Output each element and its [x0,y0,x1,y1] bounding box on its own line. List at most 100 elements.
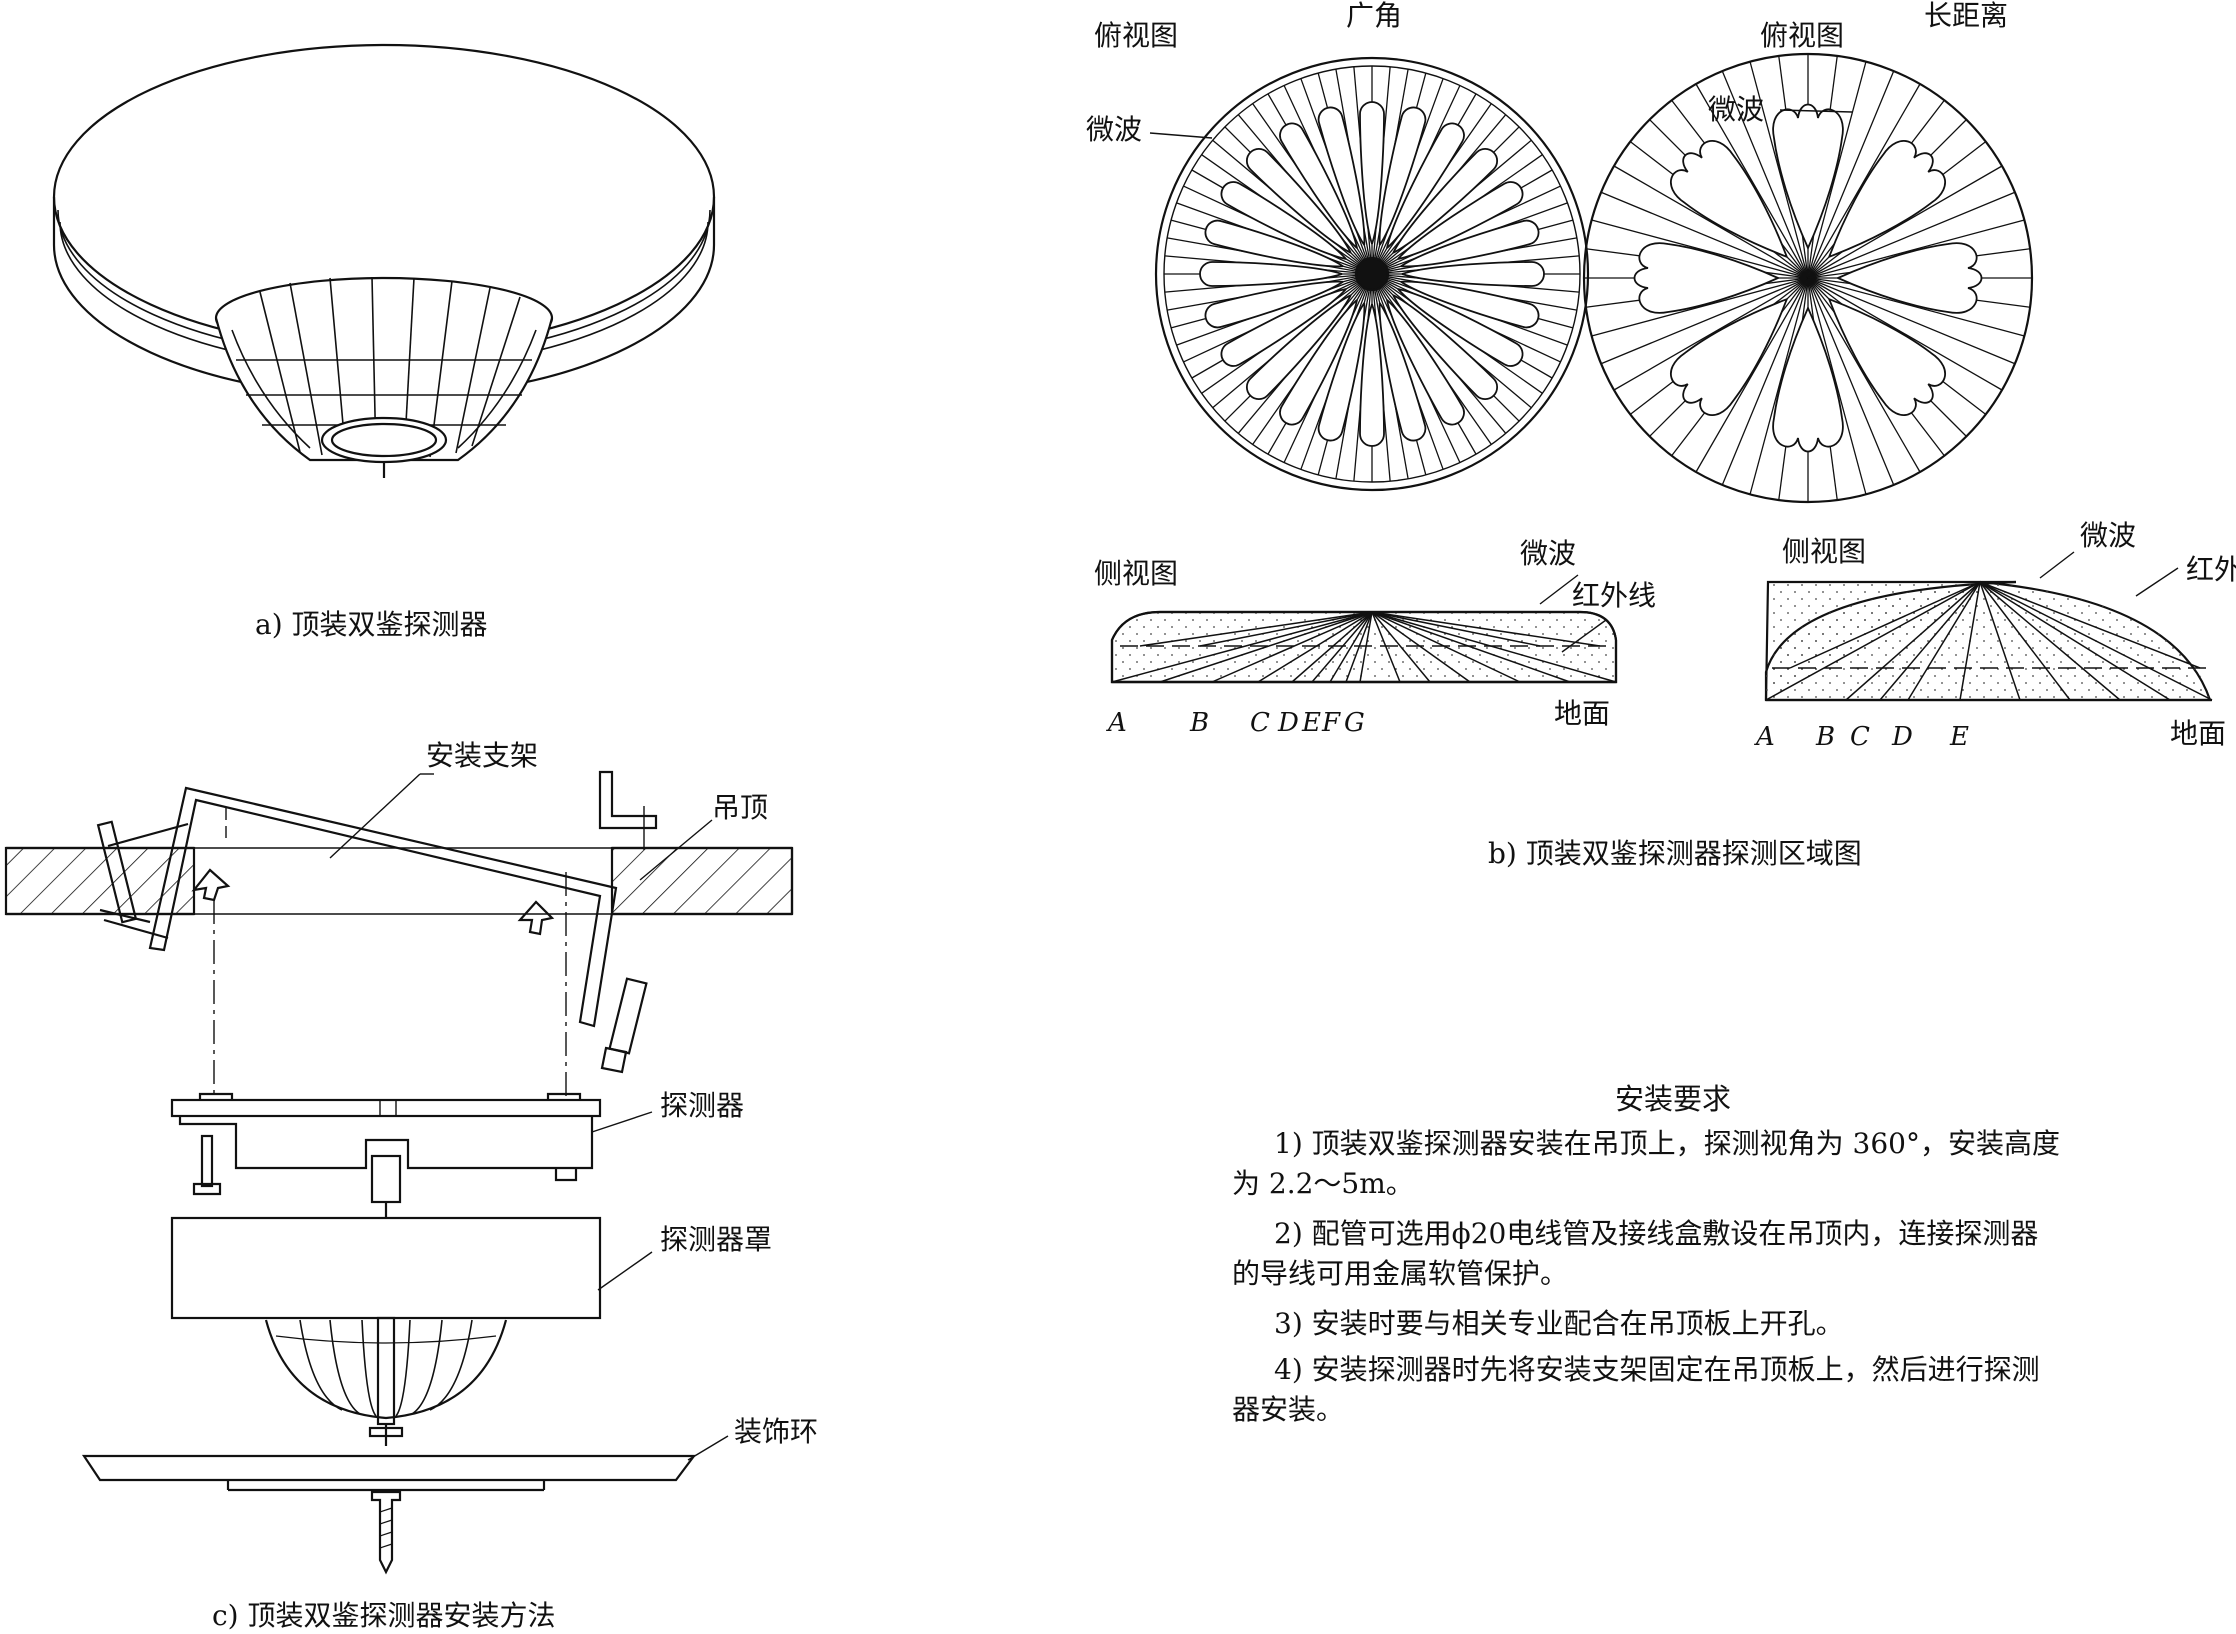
detection-ray [1979,581,2071,701]
side-point-label: E [1302,708,1321,738]
wide-side-microwave-label: 微波 [1520,537,1577,570]
detection-ray [1959,581,1981,701]
long-range-side-view [1764,551,2213,702]
figure-b-caption: b) 顶装双鉴探测器探测区域图 [1488,837,1862,870]
detection-ray [1257,611,1373,683]
detection-ray [1613,165,1809,279]
wide-angle-top-view [1154,56,1590,492]
microwave-lobe [1633,242,1781,314]
figure-a-detector-drawing [52,43,716,478]
wide-angle-title: 广角 [1346,0,1403,32]
side-point-label: D [1892,722,1913,752]
microwave-lobe [1400,219,1540,268]
detection-ray [1845,581,1981,701]
detection-ray [1807,277,2025,337]
long-side-microwave-label: 微波 [2080,519,2137,552]
detection-ray [1807,70,1895,279]
detection-ray [1695,277,1809,473]
microwave-lobe [1772,103,1844,251]
microwave-lobe [1199,261,1343,287]
detection-ray [1721,277,1809,486]
side-point-label: C [1850,722,1870,752]
microwave-lobe [1279,299,1358,426]
detection-ray [1807,191,2016,279]
detection-ray [1111,611,1373,683]
microwave-lobe [1772,305,1844,453]
long-side-view-label: 侧视图 [1782,535,1867,568]
detection-ray [1807,83,1921,279]
detection-ray [1329,611,1373,683]
detection-ray [1211,611,1373,683]
wide-microwave-label: 微波 [1086,113,1143,146]
wide-side-view-label: 侧视图 [1094,557,1179,590]
microwave-lobe [1670,140,1789,259]
detection-ray [1159,611,1373,683]
detection-ray [1721,70,1809,279]
microwave-lobe [1397,181,1524,260]
side-point-label: B [1190,708,1210,738]
microwave-lobe [1378,302,1427,442]
installation-drawing [4,770,794,1575]
wide-top-view-label: 俯视图 [1094,19,1179,52]
microwave-lobe [1378,106,1427,246]
detection-ray [1979,581,2021,701]
ring-label: 装饰环 [734,1415,819,1448]
side-point-label: A [1108,708,1127,738]
detection-ray [1807,277,1895,486]
microwave-lobe [1386,122,1465,249]
wide-infrared-label: 红外线 [1572,579,1657,612]
detection-ray [1749,277,1809,495]
detection-ray [1807,277,1921,473]
long-range-title: 长距离 [1924,0,2009,32]
detection-ray [1695,83,1809,279]
detection-ray [1291,611,1373,683]
detection-ray [1613,277,1809,391]
microwave-lobe [1835,242,1983,314]
detection-ray [1591,277,1809,337]
detection-ray [1591,219,1809,279]
detection-ray [1907,581,1981,701]
microwave-lobe [1386,299,1465,426]
detection-ray [1979,581,2213,701]
side-point-label: D [1278,708,1299,738]
microwave-lobe [1220,181,1347,260]
detection-ray [1765,581,1981,701]
detection-ray [1979,581,2171,701]
detection-ray [1789,581,1981,669]
detection-ray [1807,277,2003,391]
microwave-lobe [1246,148,1352,254]
microwave-lobe [1392,148,1498,254]
detection-ray [1979,581,2201,669]
detection-ray [1371,611,1471,683]
detection-ray [1371,611,1431,683]
wide-ground-label: 地面 [1554,697,1611,730]
microwave-lobe [1827,297,1946,416]
long-ground-label: 地面 [2170,717,2227,750]
bracket-label: 安装支架 [426,739,539,772]
detection-ray [1345,611,1373,683]
detection-ray [1807,165,2003,279]
microwave-lobe [1670,297,1789,416]
microwave-lobe [1204,280,1344,329]
microwave-lobe [1359,101,1385,245]
requirement-item-3: 3) 安装时要与相关专业配合在吊顶板上开孔。 [1274,1307,1844,1340]
side-point-label: F [1322,708,1341,738]
ceiling-label: 吊顶 [712,791,769,824]
microwave-lobe [1317,302,1366,442]
detection-ray [1139,611,1373,647]
detection-ray [1600,191,1809,279]
requirement-item-1: 1) 顶装双鉴探测器安装在吊顶上，探测视角为 360°，安装高度为 2.2～5m… [1232,1127,2060,1200]
requirement-item-2: 2) 配管可选用ϕ20电线管及接线盒敷设在吊顶内，连接探测器的导线可用金属软管保… [1232,1217,2039,1290]
detection-ray [1311,611,1373,683]
figure-c-caption: c) 顶装双鉴探测器安装方法 [212,1599,556,1632]
detection-ray [1199,611,1373,647]
requirements-title: 安装要求 [1615,1082,1732,1116]
detection-ray [1371,611,1401,683]
detection-ray [1807,61,1867,279]
detection-ray [1359,611,1373,683]
detection-ray [1371,611,1541,647]
microwave-lobe [1400,280,1540,329]
microwave-lobe [1401,261,1545,287]
cover-label: 探测器罩 [660,1223,773,1256]
